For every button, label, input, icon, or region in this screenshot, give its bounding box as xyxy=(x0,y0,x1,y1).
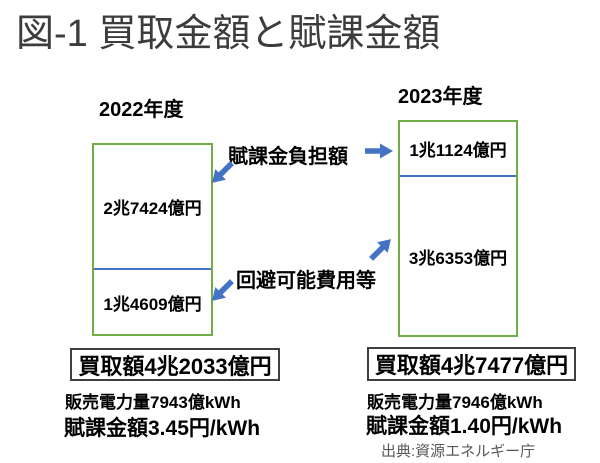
bar-2022-levy-segment: 2兆7424億円 xyxy=(94,145,211,268)
arrow-right-icon xyxy=(365,143,393,159)
total-box-2022: 買取額4兆2033億円 xyxy=(70,348,280,381)
figure-title: 図-1 買取金額と賦課金額 xyxy=(16,13,441,55)
bar-2023-levy-value: 1兆1124億円 xyxy=(409,141,507,160)
bar-2022-avoidable-segment: 1兆4609億円 xyxy=(94,268,211,334)
sales-volume-2023: 販売電力量7946億kWh xyxy=(367,393,543,412)
year-label-2023: 2023年度 xyxy=(398,86,483,108)
total-box-2023: 買取額4兆7477億円 xyxy=(367,347,576,381)
year-label-2022: 2022年度 xyxy=(99,99,184,121)
sales-volume-2022: 販売電力量7943億kWh xyxy=(65,393,241,412)
arrow-down-left-icon xyxy=(206,157,238,189)
source-credit: 出典:資源エネルギー庁 xyxy=(381,443,536,460)
avoidable-cost-annotation: 回避可能費用等 xyxy=(236,270,376,292)
bar-2023: 1兆1124億円 3兆6353億円 xyxy=(398,120,518,337)
total-value-2023: 買取額4兆7477億円 xyxy=(374,353,569,378)
arrow-down-left-icon-2 xyxy=(206,275,238,307)
levy-burden-annotation: 賦課金負担額 xyxy=(228,146,348,168)
bar-2023-avoidable-value: 3兆6353億円 xyxy=(408,248,508,268)
levy-rate-2023: 賦課金額1.40円/kWh xyxy=(366,415,563,438)
bar-2022: 2兆7424億円 1兆4609億円 xyxy=(92,143,213,336)
bar-2022-levy-value: 2兆7424億円 xyxy=(103,199,202,218)
total-value-2022: 買取額4兆2033億円 xyxy=(78,353,272,379)
bar-2023-levy-segment: 1兆1124億円 xyxy=(400,122,516,175)
bar-2023-avoidable-segment: 3兆6353億円 xyxy=(400,175,516,335)
arrow-up-right-icon xyxy=(365,233,397,265)
bar-2022-avoidable-value: 1兆4609億円 xyxy=(103,294,202,314)
levy-rate-2022: 賦課金額3.45円/kWh xyxy=(64,417,261,440)
